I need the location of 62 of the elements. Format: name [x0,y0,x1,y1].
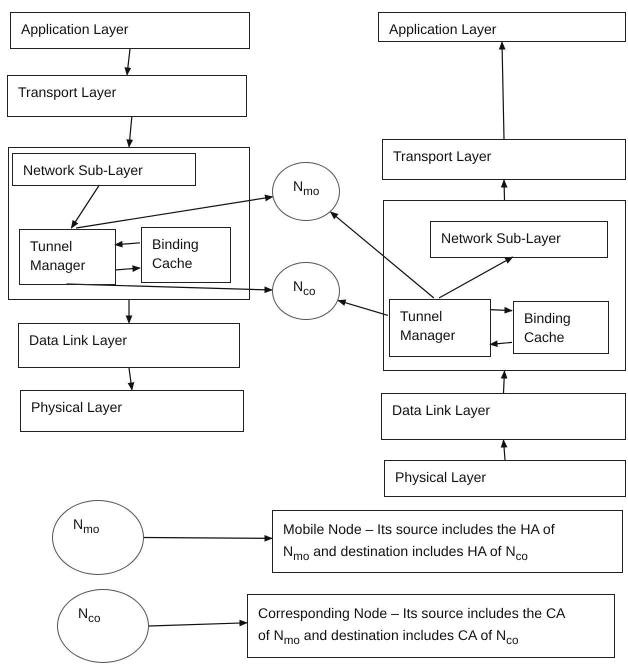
description-box [247,594,615,658]
node-label: Physical Layer [31,398,122,417]
process-box [19,229,116,285]
node-label: Data Link Layer [392,401,490,420]
arrow [124,48,132,76]
arrow [438,256,514,299]
node-symbol: N$_{co}$ [293,277,316,300]
node-label: Transport Layer [393,147,492,166]
arrow [126,300,132,324]
node-label: Application Layer [21,20,128,39]
container-box [8,147,250,300]
node-label: Transport Layer [18,83,116,102]
arrow [500,179,508,200]
node-label: Physical Layer [395,468,486,487]
arrow [498,41,506,140]
circle-node [57,589,149,663]
node-label: Application Layer [389,20,496,39]
arrow [66,283,273,294]
description-box [272,510,623,573]
arrow [76,194,274,229]
arrow [489,340,512,348]
node-symbol: N$_{co}$ [78,604,100,627]
node-label: Mobile Node – Its source includes the HA of N$_{mo}$ and destination includes HA of N$_{co}$ [283,520,556,566]
layer-box [382,139,626,180]
arrow [500,439,508,460]
layer-box [18,323,240,368]
layer-box [430,221,608,258]
arrow [144,534,273,542]
layer-box [12,153,196,186]
process-box [141,227,231,283]
node-symbol: N$_{mo}$ [73,515,100,538]
node-label: Binding Cache [524,309,572,347]
arrow [70,184,100,229]
arrow [114,265,141,272]
node-label: Binding Cache [152,235,200,273]
process-box [389,299,491,357]
arrow [330,211,434,298]
layer-box [378,12,626,42]
layer-box [384,460,626,497]
arrow [128,368,134,391]
layer-box [20,390,244,432]
circle-node [52,500,144,575]
arrow [148,620,248,627]
arrow [500,370,508,394]
node-label: Network Sub-Layer [23,161,143,180]
layer-box [7,75,247,117]
container-box [383,200,626,371]
node-label: Data Link Layer [29,331,128,350]
node-label: Tunnel Manager [400,307,456,345]
node-symbol: N$_{mo}$ [293,177,320,200]
node-label: Network Sub-Layer [441,229,561,248]
layer-box [381,393,626,440]
circle-node [272,162,340,221]
node-label: Corresponding Node – Its source includes the CA of N$_{mo}$ and destination includes CA of N$_{co}$ [258,604,566,650]
arrow [114,240,140,248]
circle-node [272,262,340,320]
arrow [126,116,134,148]
arrow [337,300,388,316]
node-label: Tunnel Manager [30,237,86,275]
arrow [490,306,513,314]
process-box [513,301,609,354]
layer-box [10,12,250,49]
